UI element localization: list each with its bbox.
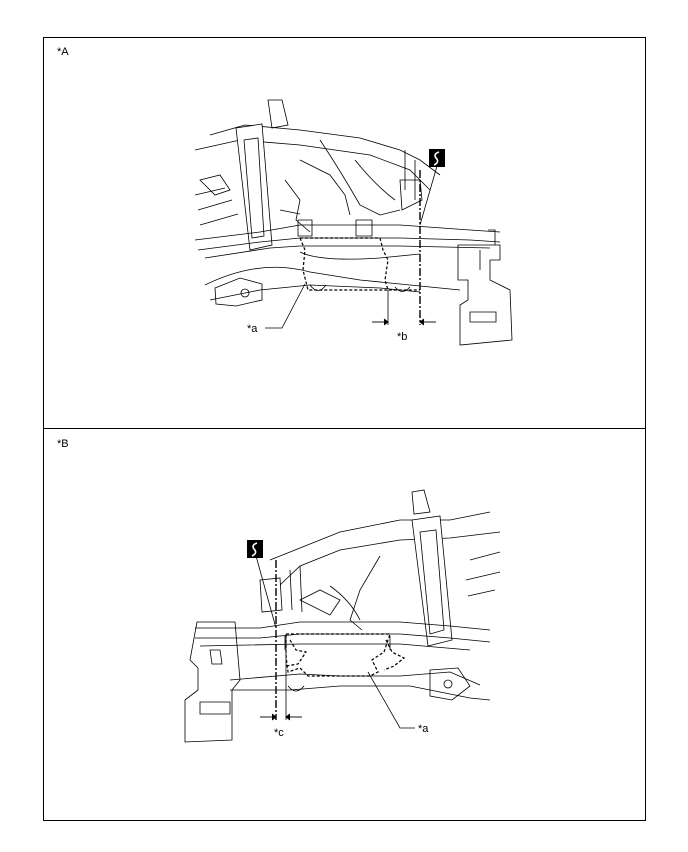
cut-section-symbol-icon: [429, 149, 445, 167]
leader-a-panel-b: [367, 671, 415, 729]
dimension-b-arrows: [372, 318, 436, 326]
cut-notch-right-b: [383, 639, 406, 671]
strut-tower-b: [259, 489, 501, 647]
panel-a-label: *A: [57, 46, 69, 58]
leader-symbol-b: [255, 555, 277, 629]
strut-tower-a: [194, 99, 441, 251]
callout-c: *c: [274, 727, 284, 739]
side-member-b: [195, 621, 491, 701]
leader-a-panel-a: [265, 283, 306, 329]
cut-section-symbol-icon: [247, 540, 263, 558]
cut-area-outline-a: [299, 237, 420, 291]
panel-b-label: *B: [57, 438, 69, 450]
callout-a-panel-a: *a: [247, 323, 258, 335]
callout-b: *b: [397, 331, 407, 343]
side-member-a: [194, 219, 501, 307]
bracket-b: [184, 621, 241, 743]
diagram-frame: [43, 37, 646, 821]
leader-symbol-a: [419, 165, 438, 226]
panel-a-illustration: [194, 99, 513, 346]
panel-b-illustration: [184, 489, 501, 743]
callout-a-panel-b: *a: [418, 723, 429, 735]
dimension-c-arrows: [260, 713, 302, 721]
bracket-a: [457, 229, 513, 346]
panel-divider: [43, 428, 646, 429]
cut-notch-left-b: [285, 639, 307, 667]
cut-area-outline-b: [285, 633, 391, 677]
